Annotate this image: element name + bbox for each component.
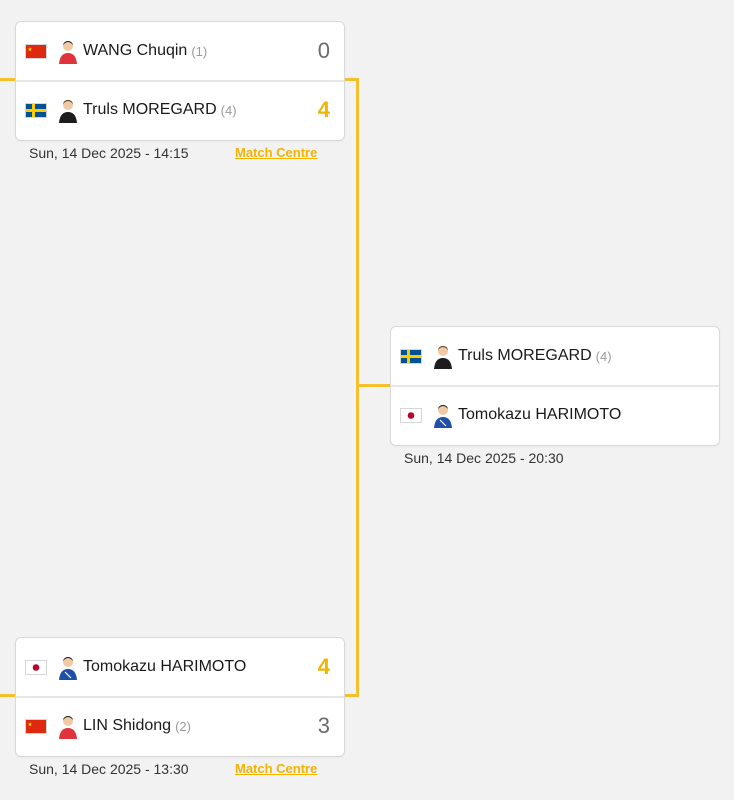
player-row[interactable]: Tomokazu HARIMOTO 4	[16, 638, 344, 696]
player-name[interactable]: LIN Shidong	[83, 717, 172, 734]
player-row[interactable]: Truls MOREGARD (4) 4	[16, 80, 344, 138]
player-avatar-icon	[57, 654, 79, 680]
player-seed: (4)	[220, 102, 237, 118]
player-seed: (2)	[175, 718, 191, 734]
player-score: 3	[317, 713, 330, 738]
china-flag-icon	[25, 718, 47, 734]
match-card-semifinal-1[interactable]: WANG Chuqin (1) 0 Truls MOREGARD (4) 4	[15, 21, 345, 141]
japan-flag-icon	[25, 659, 47, 675]
match-datetime: Sun, 14 Dec 2025 - 14:15	[29, 145, 189, 161]
player-name[interactable]: Truls MOREGARD	[458, 347, 592, 364]
sweden-flag-icon	[400, 348, 422, 364]
player-row[interactable]: Tomokazu HARIMOTO	[391, 385, 719, 443]
player-name[interactable]: Tomokazu HARIMOTO	[458, 406, 622, 423]
player-score: 0	[317, 38, 330, 63]
match-card-final[interactable]: Truls MOREGARD (4) Tomokazu HARIMOTO	[390, 326, 720, 446]
player-name[interactable]: Tomokazu HARIMOTO	[83, 658, 247, 675]
player-seed: (4)	[595, 348, 612, 364]
bracket-connector-final	[356, 384, 392, 387]
match-centre-link[interactable]: Match Centre	[235, 761, 318, 776]
player-avatar-icon	[57, 97, 79, 123]
player-name[interactable]: WANG Chuqin	[83, 42, 188, 59]
player-row[interactable]: WANG Chuqin (1) 0	[16, 22, 344, 80]
china-flag-icon	[25, 43, 47, 59]
japan-flag-icon	[400, 407, 422, 423]
player-name[interactable]: Truls MOREGARD	[83, 101, 217, 118]
player-seed: (1)	[191, 43, 208, 59]
player-row[interactable]: LIN Shidong (2) 3	[16, 696, 344, 754]
match-datetime: Sun, 14 Dec 2025 - 13:30	[29, 761, 189, 777]
player-score: 4	[317, 97, 330, 122]
player-avatar-icon	[57, 713, 79, 739]
match-centre-link[interactable]: Match Centre	[235, 145, 318, 160]
bracket-connector-vertical	[356, 78, 359, 697]
sweden-flag-icon	[25, 102, 47, 118]
player-avatar-icon	[432, 402, 454, 428]
match-card-semifinal-2[interactable]: Tomokazu HARIMOTO 4 LIN Shidong (2) 3	[15, 637, 345, 757]
player-score: 4	[317, 654, 330, 679]
player-row[interactable]: Truls MOREGARD (4)	[391, 327, 719, 385]
match-datetime: Sun, 14 Dec 2025 - 20:30	[404, 450, 564, 466]
player-avatar-icon	[57, 38, 79, 64]
player-avatar-icon	[432, 343, 454, 369]
